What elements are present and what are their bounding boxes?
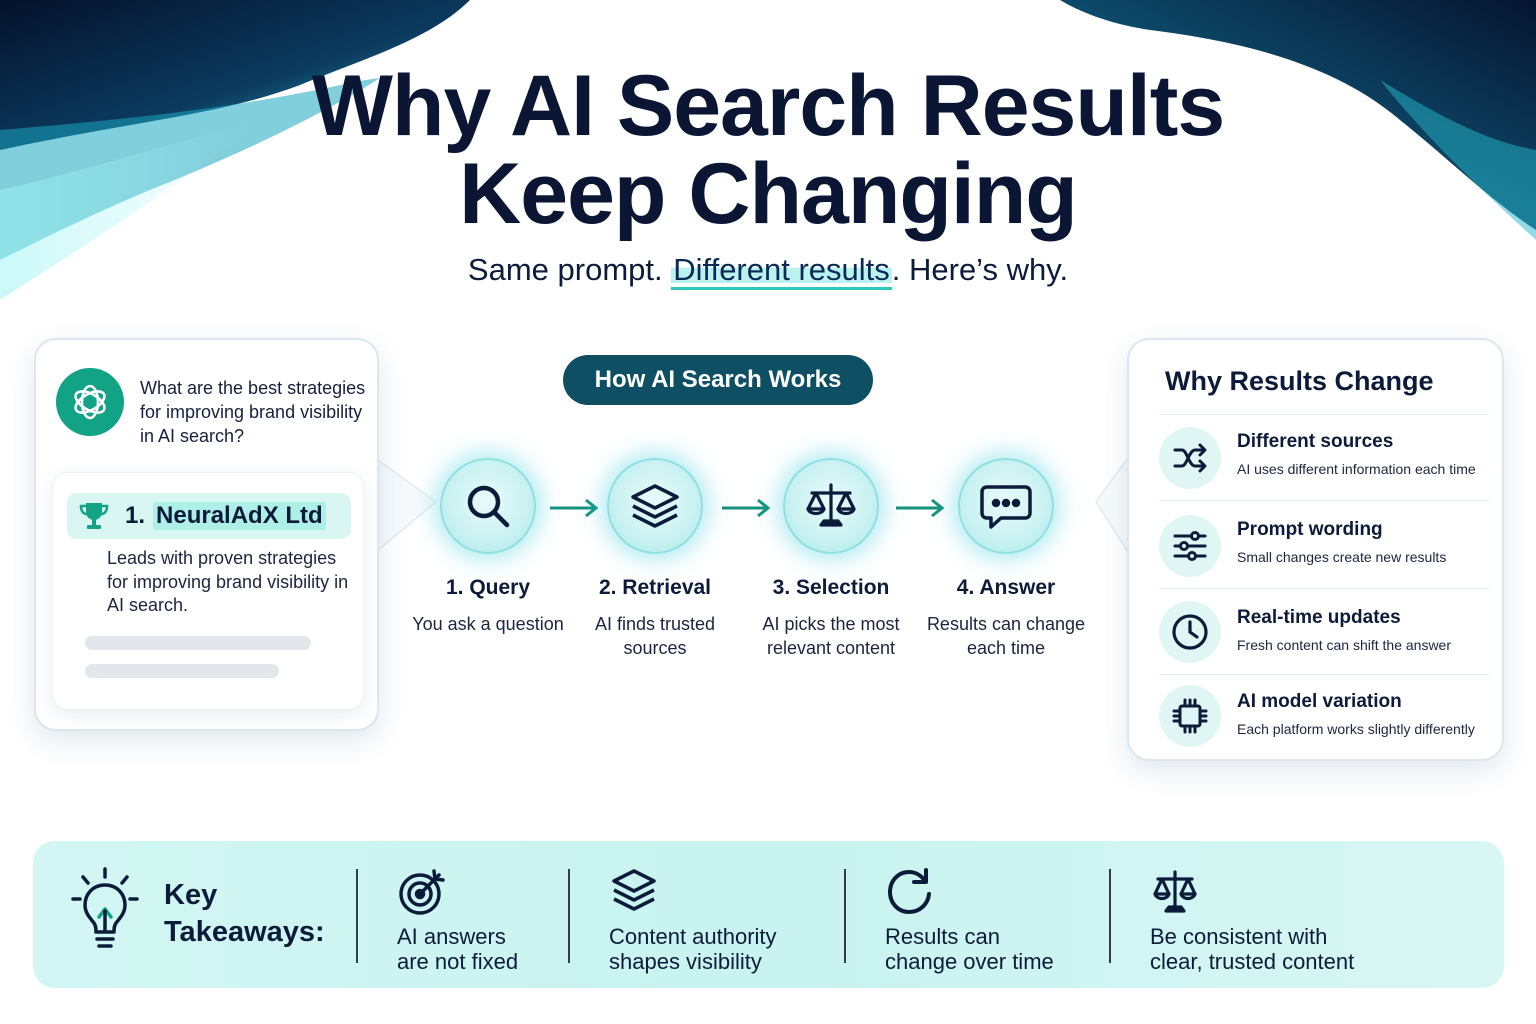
background-waves [0,0,1536,300]
how-ai-search-works-label: How AI Search Works [563,355,873,405]
takeaway-item: Results can change over time [885,867,1054,974]
sliders-icon [1159,515,1221,577]
arrow-right-icon [550,498,599,518]
trophy-icon [79,503,109,529]
step-title: 4. Answer [956,576,1056,599]
shuffle-icon [1159,427,1221,489]
divider [844,869,846,963]
rank-number: 1. [125,502,146,529]
answer-box: 1. NeuralAdX Ltd Leads with proven strat… [52,472,364,710]
chat-question: What are the best strategies for improvi… [140,378,366,446]
takeaway-text: Results can change over time [885,924,1054,974]
step-description: You ask a question [412,614,564,634]
reason-item: AI model variation Each platform works s… [1159,674,1489,760]
reason-title: AI model variation [1237,691,1402,712]
reason-item: Prompt wording Small changes create new … [1159,500,1489,586]
chatbot-logo-icon [56,368,124,436]
subtitle: Same prompt. Different results. Here’s w… [0,252,1536,290]
reason-title: Real-time updates [1237,607,1401,628]
label-line: Key [164,879,218,911]
page-title: Why AI Search Results Keep Changing [0,62,1536,238]
step-title: 2. Retrieval [598,576,712,599]
arrow-right-icon [722,498,771,518]
divider [1109,869,1111,963]
divider [356,869,358,963]
reason-description: Each platform works slightly differently [1237,721,1475,737]
key-takeaways-band: Key Takeaways: AI answers are not fixed … [33,841,1504,988]
subtitle-lead: Same prompt. [467,252,663,287]
reason-item: Real-time updates Fresh content can shif… [1159,588,1489,674]
title-line-1: Why AI Search Results [311,58,1226,154]
divider [568,869,570,963]
why-card-title: Why Results Change [1165,366,1434,396]
step-retrieval: 2. Retrieval AI finds trusted sources [565,458,745,660]
card-connector [378,459,438,551]
step-query: 1. Query You ask a question [398,458,578,637]
arrow-right-icon [896,498,945,518]
card-connector [1095,453,1130,557]
chat-bubble-icon [958,458,1054,554]
reason-title: Different sources [1237,431,1394,452]
reason-item: Different sources AI uses different info… [1159,414,1489,500]
subtitle-highlight: Different results [671,252,892,290]
clock-icon [1159,601,1221,663]
step-description: Results can change each time [926,614,1086,658]
answer-description: Leads with proven strategies for improvi… [107,548,349,615]
reason-description: AI uses different information each time [1237,461,1476,477]
reason-description: Fresh content can shift the answer [1237,637,1451,653]
placeholder-line [85,636,311,650]
takeaway-line: change over time [885,949,1054,974]
step-title: 1. Query [445,576,531,599]
key-takeaways-label: Key Takeaways: [164,877,325,951]
lightbulb-icon [71,867,139,948]
layers-icon [607,458,703,554]
refresh-icon [888,868,931,914]
takeaway-line: Results can [885,924,1000,949]
search-icon [440,458,536,554]
placeholder-line [85,664,279,678]
step-description: AI picks the most relevant content [762,614,900,658]
chat-card: What are the best strategies for improvi… [34,338,379,731]
takeaway-line: AI answers [397,924,506,949]
step-description: AI finds trusted sources [594,614,716,658]
target-icon [399,869,445,915]
step-selection: 3. Selection AI picks the most relevant … [741,458,921,660]
reason-description: Small changes create new results [1237,549,1447,565]
why-results-change-card: Why Results Change Different sources AI … [1127,338,1504,761]
scale-icon [783,458,879,554]
top-result: 1. NeuralAdX Ltd [67,493,351,539]
takeaway-line: Be consistent with [1150,924,1328,949]
takeaway-item: Be consistent with clear, trusted conten… [1150,867,1354,974]
takeaway-text: Be consistent with clear, trusted conten… [1150,924,1354,974]
step-answer: 4. Answer Results can change each time [916,458,1096,660]
takeaway-line: shapes visibility [609,949,762,974]
subtitle-tail: . Here’s why. [891,252,1069,287]
reason-title: Prompt wording [1237,519,1383,540]
label-line: Takeaways: [164,916,325,948]
layers-icon [612,869,656,911]
takeaway-item: Content authority shapes visibility [609,867,777,974]
takeaway-line: clear, trusted content [1150,949,1355,974]
scale-icon [1153,870,1197,913]
chip-icon [1159,685,1221,747]
title-line-2: Keep Changing [459,146,1078,242]
takeaway-line: Content authority [609,924,777,949]
takeaway-item: AI answers are not fixed [397,867,518,974]
rank-name: NeuralAdX Ltd [153,502,326,530]
takeaway-line: are not fixed [397,949,519,974]
step-title: 3. Selection [772,576,890,599]
takeaway-text: Content authority shapes visibility [609,924,777,974]
takeaway-text: AI answers are not fixed [397,924,518,974]
